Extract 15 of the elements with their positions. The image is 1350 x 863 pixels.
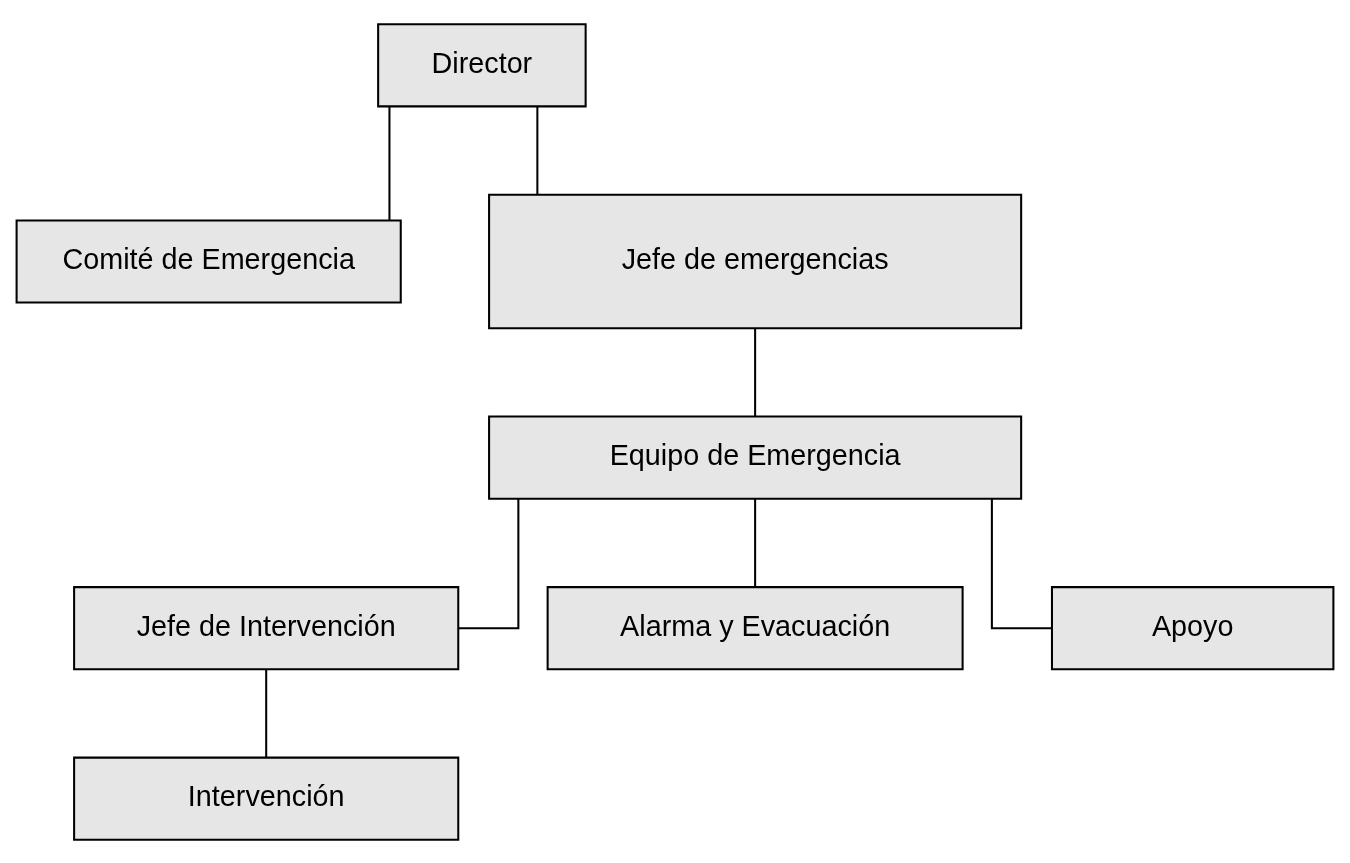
node-box: Apoyo — [1050, 585, 1335, 670]
connector — [458, 498, 520, 629]
node-box: Alarma y Evacuación — [546, 585, 964, 670]
node-box: Comité de Emergencia — [15, 218, 402, 304]
node-box: Director — [377, 22, 587, 107]
connector — [265, 668, 268, 757]
node-box: Jefe de Intervención — [73, 585, 460, 670]
node-box: Jefe de emergencias — [488, 193, 1023, 329]
node-box: Equipo de Emergencia — [488, 415, 1023, 500]
connector — [536, 106, 539, 194]
connector — [754, 327, 757, 416]
connector — [990, 498, 1052, 629]
connector — [388, 106, 391, 220]
connector — [754, 498, 757, 587]
node-box: Intervención — [73, 756, 460, 841]
